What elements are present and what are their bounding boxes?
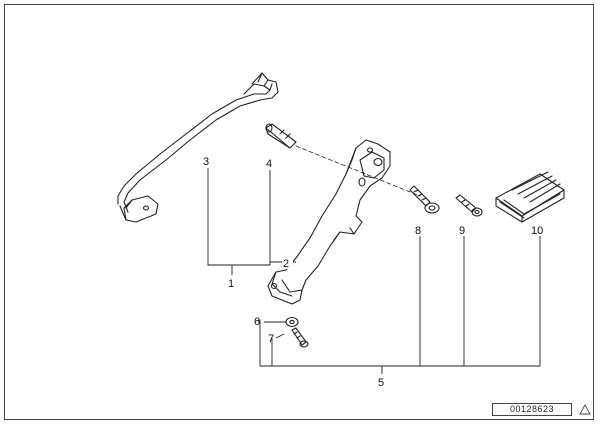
callout-5: 5 xyxy=(378,377,384,389)
callout-8: 8 xyxy=(415,225,421,237)
callout-labels: 3 4 1 2 8 9 10 6 7 5 xyxy=(202,155,548,389)
main-bracket-part-2 xyxy=(267,139,391,305)
document-booklet-part-10 xyxy=(495,171,565,223)
bolt-part-7 xyxy=(291,327,309,348)
callout-3: 3 xyxy=(203,156,209,168)
document-number: 00128623 xyxy=(492,403,572,416)
callout-1: 1 xyxy=(228,278,234,290)
callout-10: 10 xyxy=(531,225,543,237)
diagram-frame xyxy=(4,4,594,420)
screw-part-8 xyxy=(409,185,440,214)
callout-4: 4 xyxy=(266,158,272,170)
callout-7: 7 xyxy=(268,333,274,345)
callout-2: 2 xyxy=(283,258,289,270)
bracket-arm-part-3 xyxy=(117,72,279,223)
leader-lines xyxy=(207,168,541,374)
screw-part-9 xyxy=(455,194,483,217)
spacer-bolt-part-4 xyxy=(265,123,297,149)
warning-triangle-icon xyxy=(579,404,591,415)
washer-part-6 xyxy=(285,316,299,328)
callout-9: 9 xyxy=(459,225,465,237)
callout-6: 6 xyxy=(254,316,260,328)
